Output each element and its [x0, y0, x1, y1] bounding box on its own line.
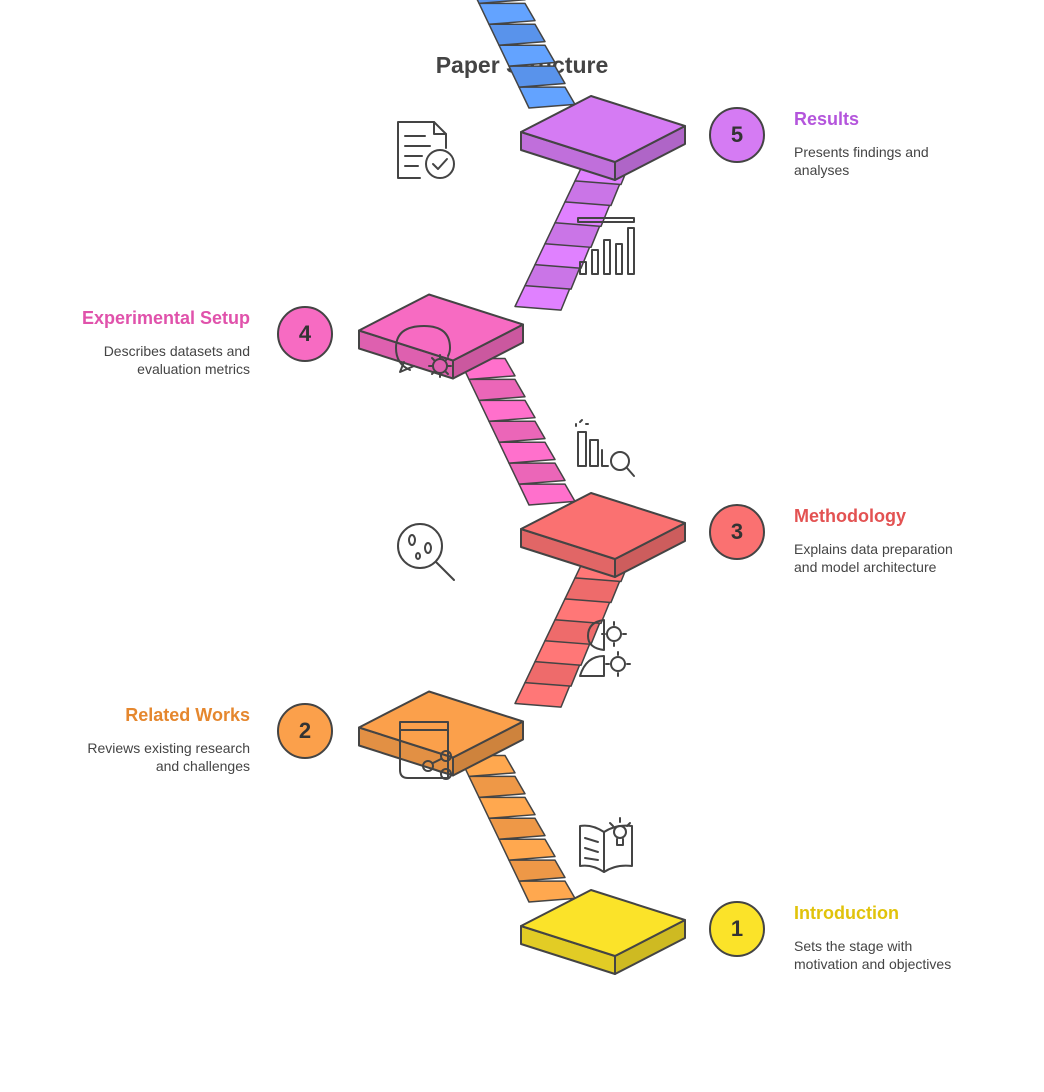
book-share-icon [399, 721, 452, 780]
step-title: Introduction [794, 903, 899, 923]
step-description: and model architecture [794, 559, 937, 575]
gears-head-icon [579, 619, 631, 677]
step-title: Results [794, 109, 860, 129]
document-check-icon [397, 121, 455, 179]
step-number-5: 5 [709, 107, 765, 163]
step-number-2: 2 [277, 702, 333, 759]
platform-3 [520, 492, 686, 578]
step-number-1: 1 [709, 901, 765, 957]
step-title: Methodology [794, 506, 906, 526]
book-idea-icon [579, 817, 633, 873]
stairs-to-6 [476, 0, 576, 109]
platform-5 [520, 95, 686, 181]
platform-1 [520, 889, 686, 975]
step-description: Explains data preparation [794, 541, 953, 557]
stairs-to-2 [458, 754, 576, 903]
petri-dish-icon [397, 523, 455, 581]
stairs-to-3 [514, 556, 632, 708]
step-description: Describes datasets and [103, 342, 250, 359]
bar-chart-icon [577, 217, 635, 275]
step-title: Experimental Setup [81, 307, 250, 328]
platform-2 [358, 690, 524, 777]
step-title: Related Works [125, 704, 250, 725]
step-description: Sets the stage with [794, 938, 913, 954]
step-description: Presents findings and [794, 144, 929, 160]
platform-4 [358, 293, 524, 380]
step-description: motivation and objectives [794, 956, 952, 972]
step-description: Reviews existing research [87, 739, 250, 756]
stairs-to-5 [514, 159, 632, 311]
chat-gear-icon [395, 325, 452, 378]
step-description: evaluation metrics [137, 360, 250, 377]
stairs-to-4 [458, 357, 576, 506]
step-number-3: 3 [709, 504, 765, 560]
chart-magnifier-icon [575, 419, 635, 477]
step-description: analyses [794, 162, 850, 178]
step-description: and challenges [155, 757, 250, 774]
platforms-layer [358, 95, 686, 975]
icons-layer [395, 121, 635, 873]
step-number-4: 4 [277, 305, 333, 362]
